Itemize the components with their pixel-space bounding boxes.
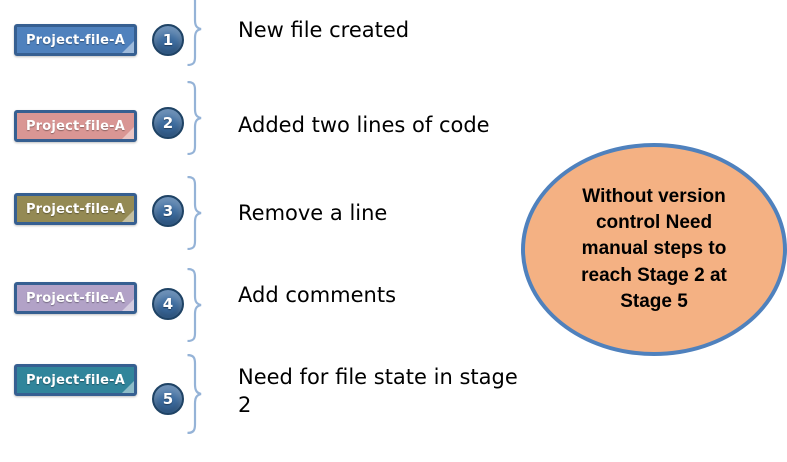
stage-number-text: 3 [162, 202, 174, 220]
file-badge-stage-3: Project-file-A [14, 193, 137, 225]
file-badge-stage-2: Project-file-A [14, 110, 137, 142]
file-badge-stage-5: Project-file-A [14, 364, 137, 396]
stage-description-3: Remove a line [238, 201, 388, 225]
callout-text: Without version control Need manual step… [581, 185, 727, 312]
stage-number-badge-1: 1 [152, 24, 184, 56]
file-badge-label: Project-file-A [25, 118, 126, 134]
stage-number-badge-5: 5 [152, 383, 184, 415]
stage-description-4: Add comments [238, 283, 397, 307]
curly-brace-icon [187, 81, 202, 155]
stage-number-badge-2: 2 [152, 107, 184, 139]
stage-number-badge-3: 3 [152, 195, 184, 227]
file-badge-label: Project-file-A [25, 290, 126, 306]
curly-brace-icon [187, 176, 202, 250]
stage-description-2: Added two lines of code [238, 113, 490, 137]
stage-description-1: New file created [238, 18, 410, 42]
stage-number-text: 2 [162, 114, 174, 132]
file-badge-label: Project-file-A [25, 372, 126, 388]
file-badge-label: Project-file-A [25, 32, 126, 48]
curly-brace-icon [187, 268, 202, 342]
stage-number-badge-4: 4 [152, 288, 184, 320]
stage-description-5: Need for file state in stage 2 [238, 365, 518, 417]
curly-brace-icon [187, 354, 202, 434]
stage-number-text: 4 [162, 295, 174, 313]
file-badge-stage-4: Project-file-A [14, 282, 137, 314]
file-badge-stage-1: Project-file-A [14, 24, 137, 56]
stage-number-text: 5 [162, 390, 174, 408]
file-badge-label: Project-file-A [25, 201, 126, 217]
callout-ellipse: Without version control Need manual step… [521, 143, 787, 356]
curly-brace-icon [187, 0, 202, 66]
stage-number-text: 1 [162, 31, 174, 49]
